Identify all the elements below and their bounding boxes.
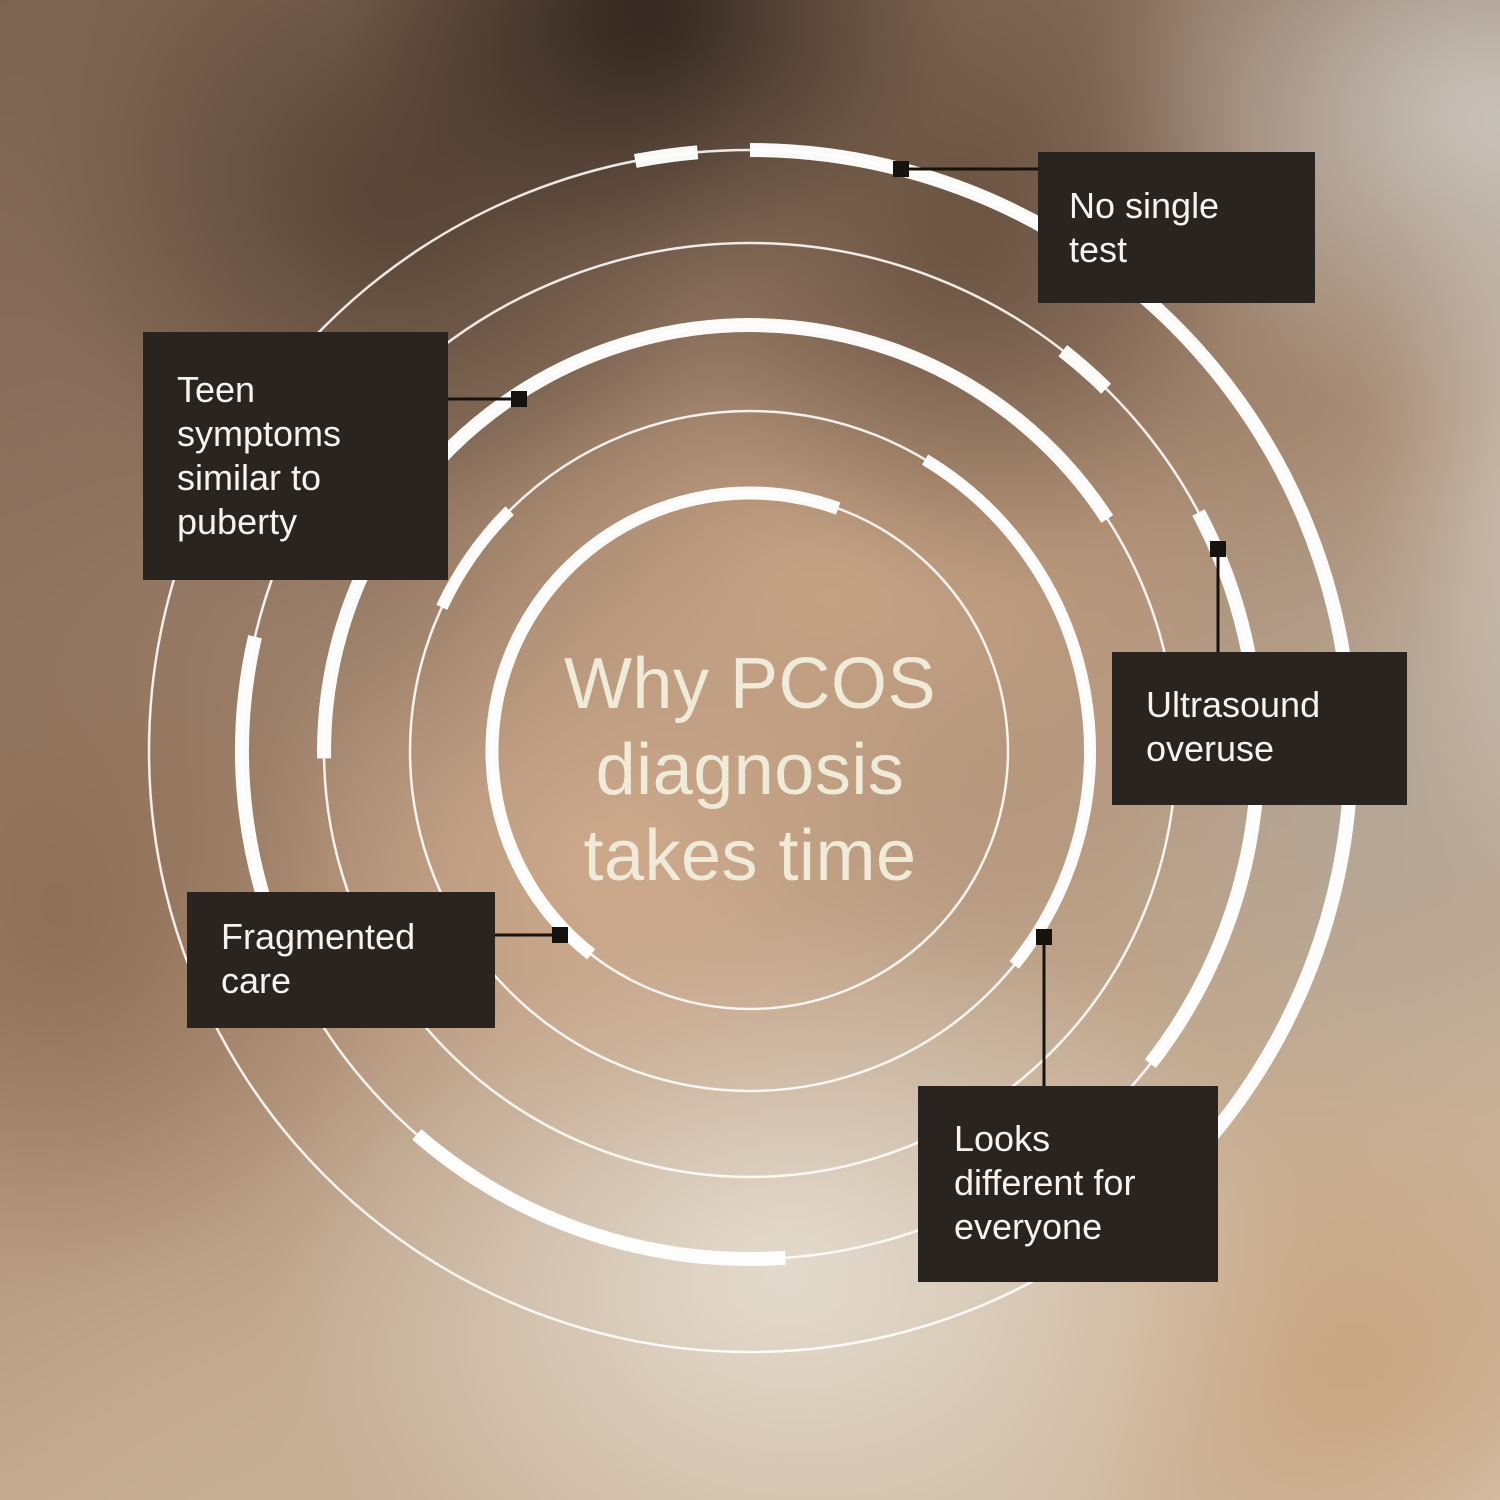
label-box-ultrasound-overuse: Ultrasound overuse — [1112, 652, 1407, 805]
marker-square-ultrasound-overuse — [1210, 541, 1226, 557]
ring-4-thick-dash — [1058, 345, 1112, 394]
label-box-fragmented-care: Fragmented care — [187, 892, 495, 1028]
connector-fragmented-care — [495, 927, 568, 943]
connectors — [448, 161, 1226, 1087]
connector-teen-symptoms — [448, 391, 527, 407]
label-box-teen-symptoms: Teen symptoms similar to puberty — [143, 332, 448, 580]
ring-3-thick-arc — [317, 318, 1114, 759]
marker-square-looks-different — [1036, 929, 1052, 945]
ring-5-thick-arc — [749, 143, 1359, 1181]
page-title: Why PCOS diagnosis takes time — [563, 644, 937, 896]
thick-ring-arcs — [235, 143, 1359, 1267]
label-box-no-single-test: No single test — [1038, 152, 1315, 303]
ring-2-thick-dash — [436, 506, 514, 610]
marker-square-teen-symptoms — [511, 391, 527, 407]
connector-no-single-test — [893, 161, 1038, 177]
ring-4-thick-arc-bottom — [412, 1129, 786, 1267]
ring-5-thick-dash — [633, 145, 699, 168]
connector-ultrasound-overuse — [1210, 541, 1226, 653]
marker-square-fragmented-care — [552, 927, 568, 943]
ring-1-thick-arc — [485, 486, 841, 960]
ring-2-thick-arc — [922, 454, 1096, 969]
connector-looks-different — [1036, 929, 1052, 1087]
label-box-looks-different: Looks different for everyone — [918, 1086, 1218, 1282]
marker-square-no-single-test — [893, 161, 909, 177]
